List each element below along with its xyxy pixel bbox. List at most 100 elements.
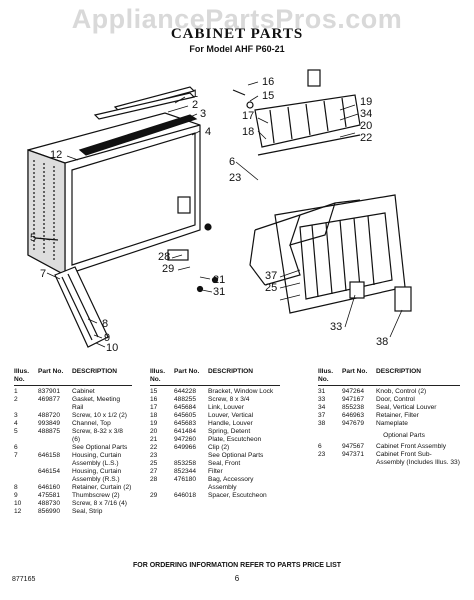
row-description: Nameplate	[376, 420, 408, 427]
callout-12: 12	[50, 149, 62, 161]
header-desc: DESCRIPTION	[208, 368, 254, 375]
row-part-no: 646963	[342, 412, 365, 419]
row-description: Spring, Detent	[208, 428, 251, 435]
callout-3: 3	[200, 108, 206, 120]
row-description: Housing, Curtain Assembly (L.S.)	[72, 452, 122, 467]
row-part-no: 488255	[174, 396, 197, 403]
table-row: 28 476180 Bag, Accessory Assembly	[150, 476, 280, 492]
row-part-no: 649966	[174, 444, 197, 451]
callout-34: 34	[360, 108, 372, 120]
table-header: Illus. No. Part No. DESCRIPTION	[14, 368, 132, 386]
row-illus-no: 38	[318, 420, 326, 427]
row-part-no: 488875	[38, 428, 61, 435]
row-illus-no: 15	[150, 388, 158, 395]
header-part: Part No.	[342, 368, 368, 375]
callout-25: 25	[265, 282, 277, 294]
row-illus-no: 33	[318, 396, 326, 403]
row-illus-no	[14, 468, 38, 484]
row-illus-no: 19	[150, 420, 158, 427]
row-description: Seal, Front	[208, 460, 241, 467]
cabinet-drawing	[27, 112, 201, 277]
callout-21: 21	[213, 274, 225, 286]
header-illus: Illus. No.	[318, 368, 334, 383]
row-part-no: 646160	[38, 484, 61, 491]
callout-8: 8	[102, 318, 108, 330]
callout-38: 38	[376, 336, 388, 348]
row-illus-no: 7	[14, 452, 18, 459]
row-description: Knob, Control (2)	[376, 388, 427, 395]
row-description: Bag, Accessory Assembly	[208, 476, 254, 491]
row-description: Housing, Curtain Assembly (R.S.)	[72, 468, 122, 483]
row-description: Link, Louver	[208, 404, 244, 411]
watermark: AppliancePartsPros.com	[71, 4, 403, 34]
callout-15: 15	[262, 90, 274, 102]
row-part-no: 488730	[38, 500, 61, 507]
optional-parts-heading: Optional Parts	[383, 432, 425, 439]
row-part-no: 852344	[174, 468, 197, 475]
row-description: Louver, Vertical	[208, 412, 254, 419]
row-illus-no: 17	[150, 404, 158, 411]
callout-22: 22	[360, 132, 372, 144]
row-part-no: 947567	[342, 443, 365, 450]
hardware-drawing	[34, 89, 254, 293]
row-description: See Optional Parts	[208, 452, 264, 459]
row-part-no: 476180	[174, 476, 197, 483]
callout-16: 16	[262, 76, 274, 88]
row-part-no: 646018	[174, 492, 197, 499]
exploded-parts-diagram: 1 2 3 4 5 6 7 8 9 10 12 15 16 17 18 19 2…	[27, 69, 412, 354]
row-description: Screw, 8 x 3/4	[208, 396, 250, 403]
page-subtitle: For Model AHF P60-21	[189, 44, 285, 54]
front-grille-drawing	[274, 194, 412, 314]
row-description: Filter	[208, 468, 223, 475]
row-description: Gasket, Meeting Rail	[72, 396, 121, 411]
callout-4: 4	[205, 126, 211, 138]
row-illus-no: 18	[150, 412, 158, 419]
row-part-no: 947264	[342, 388, 365, 395]
callout-5: 5	[30, 232, 36, 244]
row-illus-no: 2	[14, 396, 18, 403]
row-illus-no: 9	[14, 492, 18, 499]
row-part-no: 644228	[174, 388, 197, 395]
callout-20: 20	[360, 120, 372, 132]
row-illus-no: 29	[150, 492, 158, 499]
callout-29: 29	[162, 263, 174, 275]
row-part-no: 646158	[38, 452, 61, 459]
callout-33: 33	[330, 321, 342, 333]
row-description: Thumbscrew (2)	[72, 492, 120, 499]
row-part-no: 645684	[174, 404, 197, 411]
row-description: Seal, Vertical Louver	[376, 404, 437, 411]
row-part-no: 641484	[174, 428, 197, 435]
header-part: Part No.	[174, 368, 200, 375]
callout-28: 28	[158, 251, 170, 263]
row-illus-no: 28	[150, 476, 158, 483]
row-illus-no: 12	[14, 508, 22, 515]
row-illus-no: 10	[14, 500, 22, 507]
row-description: Bracket, Window Lock	[208, 388, 274, 395]
row-illus-no: 22	[150, 444, 158, 451]
row-illus-no: 5	[14, 428, 18, 435]
row-illus-no: 21	[150, 436, 158, 443]
header-illus: Illus. No.	[14, 368, 30, 383]
